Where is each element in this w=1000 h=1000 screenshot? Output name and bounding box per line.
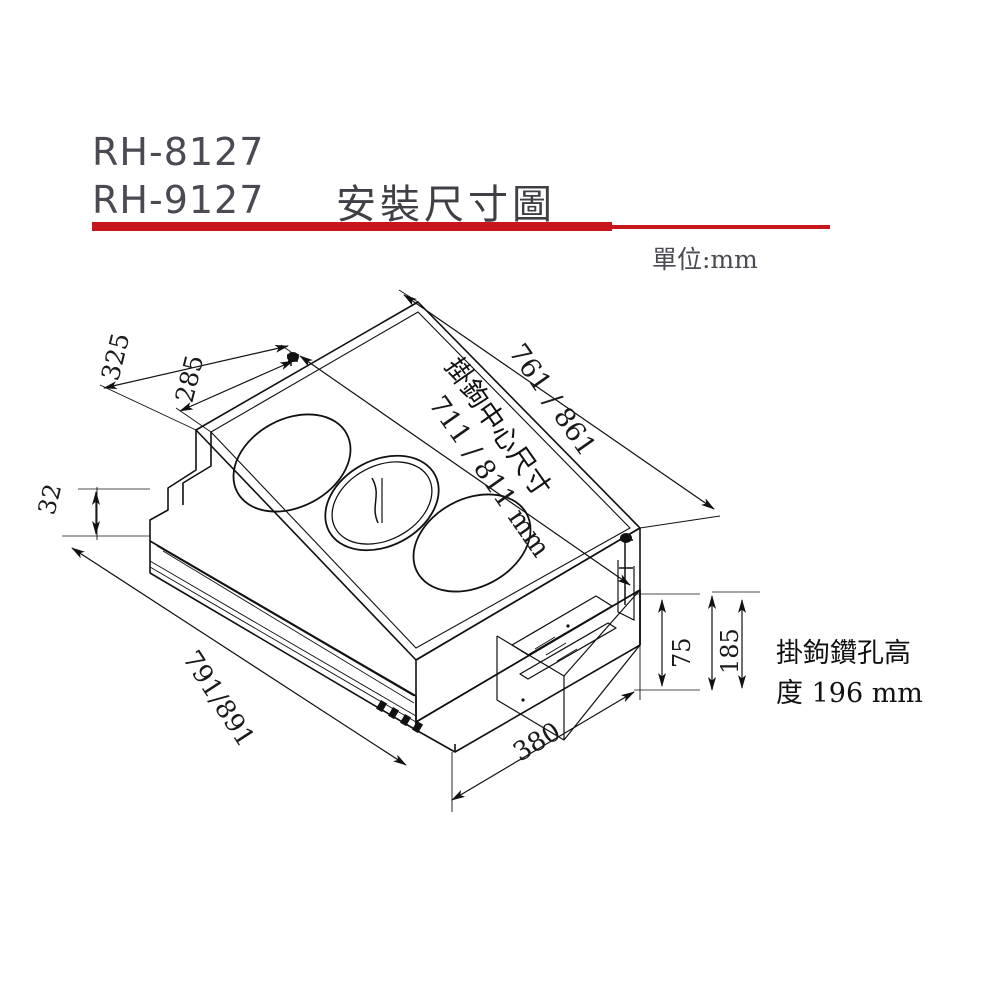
dim-label-32: 32 — [33, 481, 68, 517]
dim-791-891 — [71, 547, 407, 766]
model-number-9127: RH-9127 — [92, 178, 265, 222]
dim-label-185: 185 — [716, 628, 744, 674]
dim-380 — [451, 691, 635, 801]
lower-front-face — [415, 589, 641, 753]
title-rule-thick — [92, 222, 612, 231]
front-control-strip — [149, 540, 417, 731]
dim-285 — [179, 360, 294, 412]
dim-label-75: 75 — [668, 637, 696, 668]
hook-hole-note-line2: 度 196 mm — [776, 678, 923, 709]
model-number-8127: RH-8127 — [92, 130, 265, 174]
hook-hole-note-line1: 掛鉤鑽孔高 — [776, 638, 911, 669]
fan-blade — [371, 477, 379, 524]
dim-label-325: 325 — [96, 330, 136, 383]
louver-vents — [511, 595, 617, 680]
left-step-notch — [149, 430, 197, 541]
dim-711-811 — [299, 355, 631, 586]
dim-label-285: 285 — [170, 352, 210, 405]
document-header: RH-8127 RH-9127 安裝尺寸圖 單位:mm — [0, 0, 1000, 280]
page-title: 安裝尺寸圖 — [336, 182, 556, 228]
dim-label-380: 380 — [508, 717, 566, 768]
dimension-lines — [62, 289, 760, 812]
unit-note: 單位:mm — [652, 245, 758, 274]
title-rule-thin — [608, 225, 830, 229]
